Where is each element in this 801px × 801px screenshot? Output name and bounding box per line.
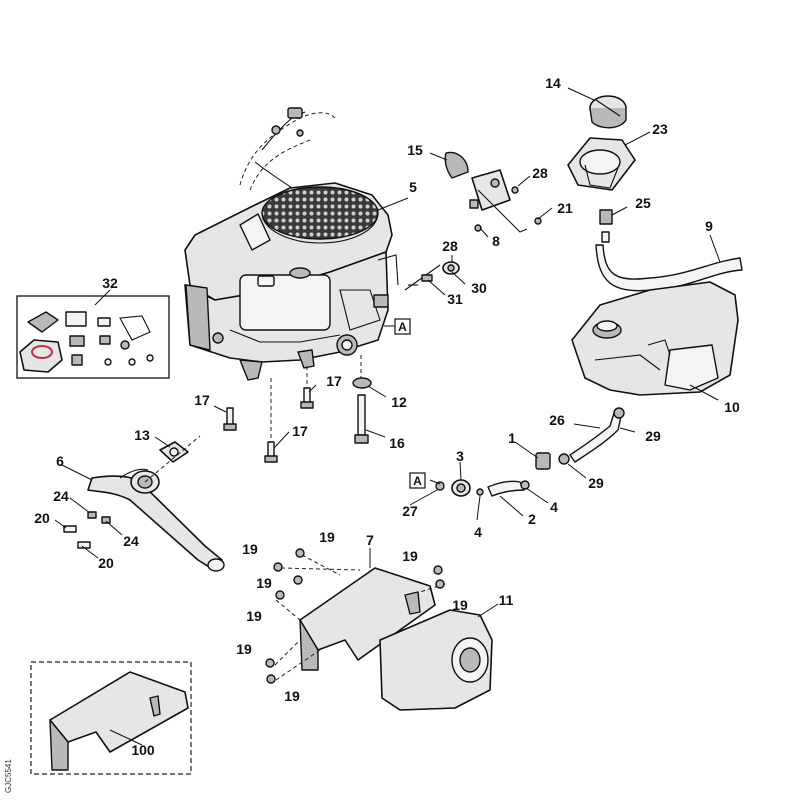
callout-19c: 19 xyxy=(402,548,418,564)
callout-32: 32 xyxy=(102,275,118,291)
callout-4b: 4 xyxy=(474,524,482,540)
callout-20a: 20 xyxy=(34,510,50,526)
ref-mark-a-fuel-line: A xyxy=(409,472,426,489)
callout-16: 16 xyxy=(389,435,405,451)
callout-27: 27 xyxy=(402,503,418,519)
governor-hardware xyxy=(404,261,460,291)
callout-8: 8 xyxy=(492,233,500,249)
fuel-fitting xyxy=(599,209,613,243)
fuel-tank xyxy=(571,281,739,396)
callout-12: 12 xyxy=(391,394,407,410)
callout-17c: 17 xyxy=(292,423,308,439)
fuel-filter-kit xyxy=(16,295,170,379)
callout-31: 31 xyxy=(447,291,463,307)
callout-21: 21 xyxy=(557,200,573,216)
callout-17b: 17 xyxy=(194,392,210,408)
callout-9: 9 xyxy=(705,218,713,234)
callout-26: 26 xyxy=(549,412,565,428)
callout-7: 7 xyxy=(366,532,374,548)
callout-25: 25 xyxy=(635,195,651,211)
callout-28b: 28 xyxy=(442,238,458,254)
callout-29b: 29 xyxy=(588,475,604,491)
callout-3: 3 xyxy=(456,448,464,464)
callout-20b: 20 xyxy=(98,555,114,571)
callout-28a: 28 xyxy=(532,165,548,181)
leader-lines xyxy=(54,87,721,746)
callout-19a: 19 xyxy=(319,529,335,545)
mount-hardware xyxy=(223,355,372,463)
side-code: GJC5541 xyxy=(4,759,13,793)
callout-4a: 4 xyxy=(550,499,558,515)
callout-19e: 19 xyxy=(452,597,468,613)
callout-1: 1 xyxy=(508,430,516,446)
callout-19h: 19 xyxy=(284,688,300,704)
engine xyxy=(184,107,399,381)
callout-19b: 19 xyxy=(242,541,258,557)
callout-11: 11 xyxy=(499,592,514,608)
callout-labels: 14 23 15 28 5 25 21 9 8 28 30 31 32 17 1… xyxy=(34,75,740,758)
fuel-pump-fittings xyxy=(435,452,551,497)
callout-19d: 19 xyxy=(256,575,272,591)
callout-24a: 24 xyxy=(53,488,69,504)
callout-29a: 29 xyxy=(645,428,661,444)
callout-100: 100 xyxy=(131,742,155,758)
callout-19g: 19 xyxy=(236,641,252,657)
callout-5: 5 xyxy=(409,179,417,195)
fuel-cap xyxy=(589,95,627,129)
callout-2: 2 xyxy=(528,511,536,527)
callout-14: 14 xyxy=(545,75,561,91)
ref-mark-a-engine: A xyxy=(384,318,411,335)
svg-text:A: A xyxy=(398,320,407,334)
svg-text:A: A xyxy=(413,474,422,488)
exhaust-pipe xyxy=(63,435,225,572)
callout-6: 6 xyxy=(56,453,64,469)
muffler xyxy=(379,609,493,711)
callout-17a: 17 xyxy=(326,373,342,389)
callout-30: 30 xyxy=(471,280,487,296)
muffler-guard xyxy=(274,554,446,681)
fasteners-19 xyxy=(265,548,445,684)
callout-13: 13 xyxy=(134,427,150,443)
callout-24b: 24 xyxy=(123,533,139,549)
callout-23: 23 xyxy=(652,121,668,137)
callout-15: 15 xyxy=(407,142,423,158)
throttle-bracket xyxy=(444,151,542,233)
alt-guard-box xyxy=(30,661,192,775)
callout-19f: 19 xyxy=(246,608,262,624)
fuel-strainer xyxy=(567,137,636,191)
callout-10: 10 xyxy=(724,399,740,415)
